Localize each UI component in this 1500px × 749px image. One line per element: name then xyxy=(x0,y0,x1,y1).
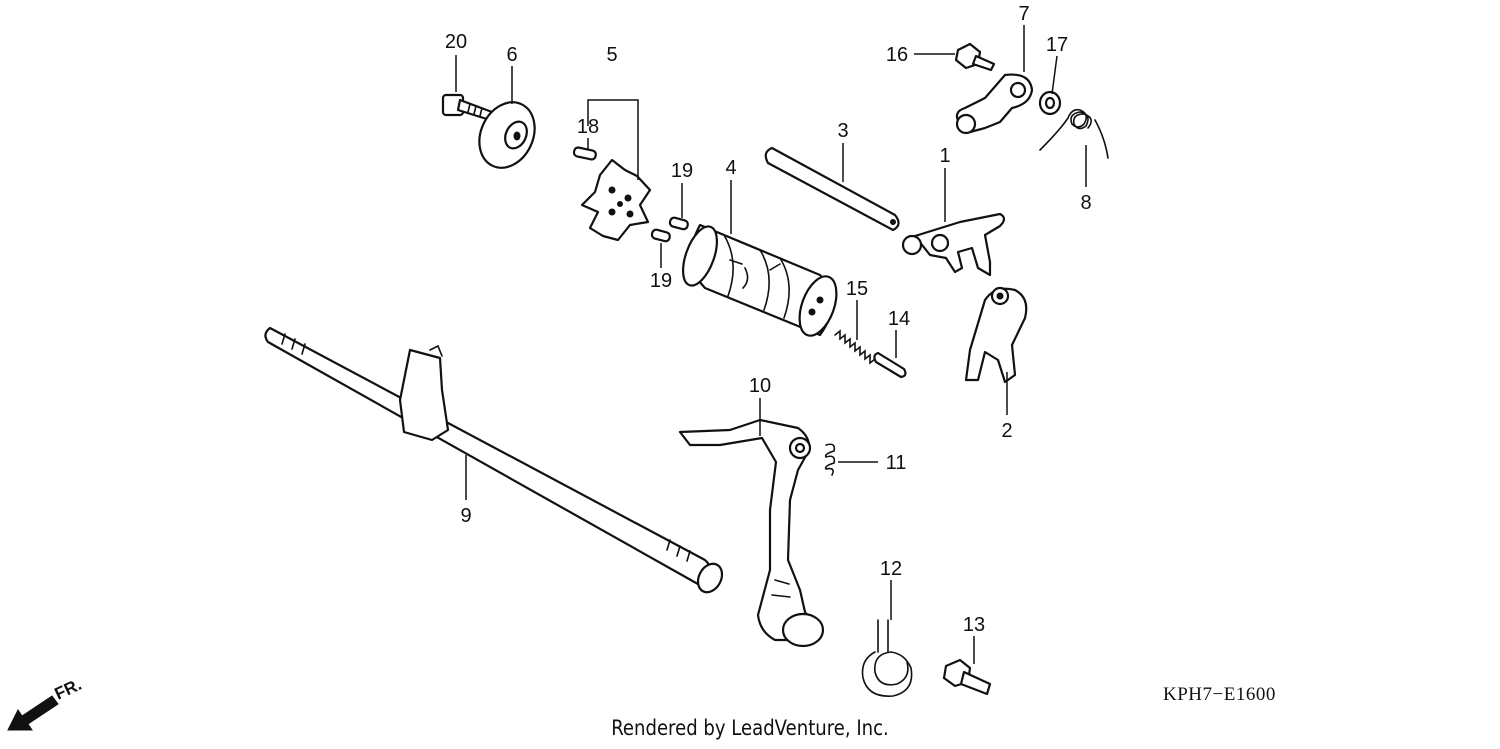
part-11-spring xyxy=(824,443,836,476)
credit-text: Rendered by LeadVenture, Inc. xyxy=(611,716,889,740)
callout-16: 16 xyxy=(886,44,908,66)
callout-7: 7 xyxy=(1018,3,1029,25)
part-7-stopper-arm xyxy=(955,73,1034,135)
callout-4: 4 xyxy=(725,157,736,179)
callout-3: 3 xyxy=(837,120,848,142)
callout-19-lower: 19 xyxy=(650,270,672,292)
callout-9: 9 xyxy=(460,505,471,527)
callout-6: 6 xyxy=(506,44,517,66)
callout-20: 20 xyxy=(445,31,467,53)
part-5-star-plate xyxy=(580,158,652,242)
callout-1: 1 xyxy=(939,145,950,167)
part-8-spring xyxy=(1039,108,1109,159)
part-6-plate xyxy=(478,101,536,169)
part-9-gearshift-spindle xyxy=(264,326,724,594)
part-1-shift-fork xyxy=(901,212,1006,277)
callout-11: 11 xyxy=(886,452,907,474)
callout-10: 10 xyxy=(749,375,771,397)
callout-2: 2 xyxy=(1001,420,1012,442)
callout-8: 8 xyxy=(1080,192,1091,214)
part-12-return-spring xyxy=(861,619,913,697)
part-14-pin xyxy=(873,351,907,379)
part-15-spring xyxy=(834,329,876,365)
part-10-gearshift-arm xyxy=(678,418,825,648)
callout-12: 12 xyxy=(880,558,902,580)
part-17-washer xyxy=(1038,90,1062,116)
leader-lines xyxy=(455,25,1087,664)
part-20-bolt xyxy=(441,93,494,122)
part-18-pin xyxy=(572,146,597,161)
callout-15: 15 xyxy=(846,278,868,300)
diagram-code: KPH7−E1600 xyxy=(1163,684,1276,705)
part-19-pins xyxy=(650,216,689,243)
callout-13: 13 xyxy=(963,614,985,636)
callouts: 1 2 3 4 5 6 7 8 9 10 11 12 13 14 15 16 1… xyxy=(52,3,1092,704)
callout-14: 14 xyxy=(888,308,910,330)
front-label: FR. xyxy=(52,675,85,704)
part-4-shift-drum xyxy=(682,223,838,337)
front-arrow-icon xyxy=(7,695,59,731)
callout-17: 17 xyxy=(1046,34,1068,56)
callout-18: 18 xyxy=(577,116,599,138)
part-16-bolt xyxy=(954,42,996,72)
callout-19-upper: 19 xyxy=(671,160,693,182)
part-13-bolt xyxy=(942,658,992,696)
part-2-shift-fork xyxy=(964,286,1028,384)
part-3-fork-shaft xyxy=(764,146,900,232)
callout-5: 5 xyxy=(606,44,617,66)
